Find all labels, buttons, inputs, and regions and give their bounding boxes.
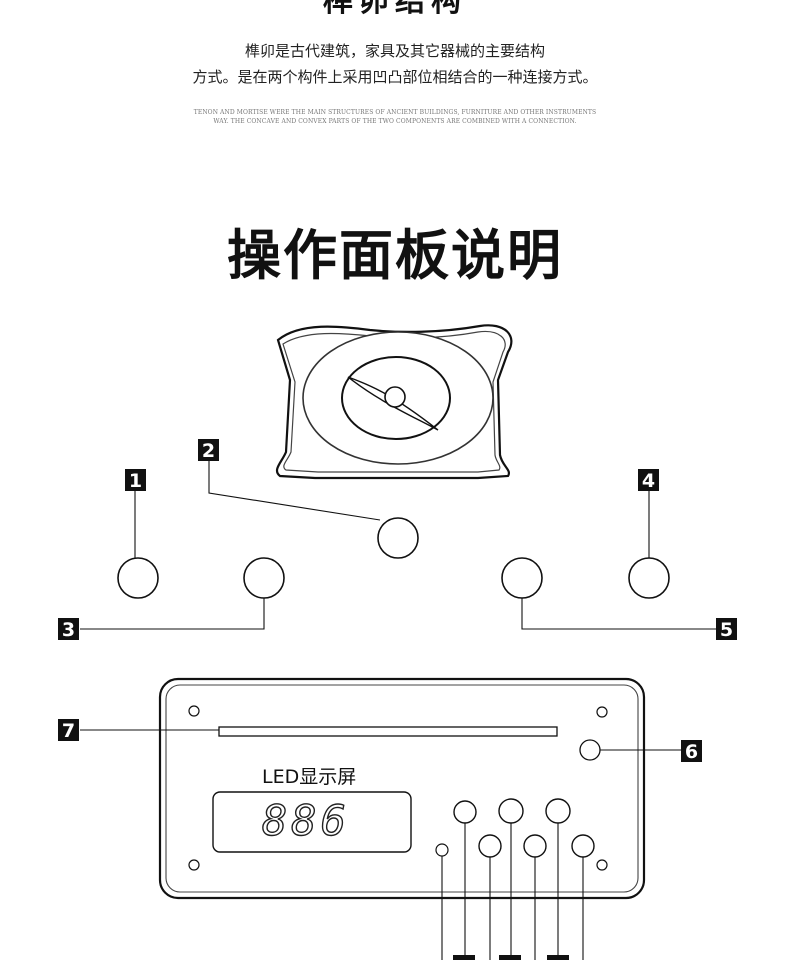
- led-display: [212, 791, 412, 853]
- svg-text:1: 1: [129, 470, 142, 492]
- front-panel: [158, 677, 646, 900]
- top-title: 榫卯结构: [323, 0, 467, 19]
- leader-line-3: [80, 598, 265, 630]
- badge-6: 6: [681, 740, 702, 763]
- badge-cropped-3: [547, 955, 569, 960]
- svg-text:6: 6: [685, 741, 698, 763]
- screw-hole-bottom-right: [596, 859, 608, 871]
- leader-line-2: [208, 461, 381, 521]
- intro-en-line-2: WAY. THE CONCAVE AND CONVEX PARTS OF THE…: [213, 118, 577, 125]
- badge-7: 7: [58, 719, 79, 742]
- leader-lines: [80, 461, 716, 630]
- panel-button-small[interactable]: [435, 843, 449, 857]
- svg-text:2: 2: [202, 440, 215, 462]
- panel-button-e[interactable]: [545, 798, 571, 824]
- knob-1[interactable]: [117, 557, 159, 599]
- badge-3: 3: [58, 618, 79, 641]
- disc-slot[interactable]: [218, 726, 558, 737]
- knob-5[interactable]: [501, 557, 543, 599]
- svg-text:7: 7: [62, 720, 75, 742]
- badge-2: 2: [198, 439, 219, 462]
- panel-button-c[interactable]: [498, 798, 524, 824]
- knob-3[interactable]: [243, 557, 285, 599]
- clock-center-icon: [384, 386, 406, 408]
- panel-button-b[interactable]: [478, 834, 502, 858]
- intro-cn-line-1: 榫卯是古代建筑，家具及其它器械的主要结构: [244, 42, 545, 60]
- svg-text:5: 5: [720, 619, 733, 641]
- panel-button-f[interactable]: [571, 834, 595, 858]
- leader-line-5: [521, 598, 716, 630]
- led-display-label: LED显示屏: [262, 766, 357, 788]
- top-control-panel: [275, 324, 513, 480]
- panel-button-d[interactable]: [523, 834, 547, 858]
- knob-4[interactable]: [628, 557, 670, 599]
- front-panel-outer: [158, 677, 646, 900]
- badge-1: 1: [125, 469, 146, 492]
- svg-text:4: 4: [642, 470, 655, 492]
- badge-5: 5: [716, 618, 737, 641]
- badge-cropped-1: [453, 955, 475, 960]
- screw-hole-bottom-left: [188, 859, 200, 871]
- badge-4: 4: [638, 469, 659, 492]
- indicator-light: [579, 739, 601, 761]
- svg-text:3: 3: [62, 619, 75, 641]
- section-title: 操作面板说明: [227, 223, 563, 287]
- led-display-digits: 886: [261, 795, 350, 845]
- panel-button-a[interactable]: [453, 800, 477, 824]
- screw-hole-top-left: [188, 705, 200, 717]
- front-leader-lines: [80, 729, 681, 960]
- intro-cn-line-2: 方式。是在两个构件上采用凹凸部位相结合的一种连接方式。: [192, 68, 598, 86]
- screw-hole-top-right: [596, 706, 608, 718]
- intro-en-line-1: TENON AND MORTISE WERE THE MAIN STRUCTUR…: [193, 109, 597, 116]
- badge-cropped-2: [499, 955, 521, 960]
- front-panel-inner: [165, 684, 639, 893]
- knob-2[interactable]: [377, 517, 419, 559]
